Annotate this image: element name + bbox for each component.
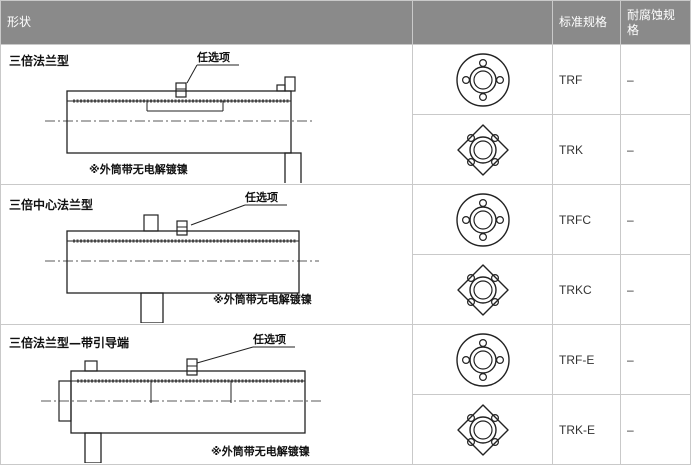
standard-spec: TRF-E [552,324,621,395]
table-row: TRK-E – [1,394,691,465]
shape-drawing-cell-2: 三倍中心法兰型 任选项 ※外筒带无电解镀镍 [0,184,413,325]
outer-sleeve-shape [66,90,292,154]
corrosion-spec: – [620,114,691,185]
square-flange-icon [456,263,509,316]
plating-note: ※外筒带无电解镀镍 [89,162,188,176]
pilot-flange-type-drawing: 三倍法兰型—带引导端 任选项 ※外筒带无电解镀镍 [9,332,321,463]
flange-shape [140,292,164,323]
standard-spec: TRKC [552,254,621,325]
plating-note: ※外筒带无电解镀镍 [211,444,310,458]
flange-type-drawing: 三倍法兰型 任选项 [9,50,313,183]
header-icon-spacer [412,0,553,45]
option-label: 任选项 [196,50,230,64]
option-label: 任选项 [252,332,286,346]
outer-sleeve-shape [66,230,300,294]
drawing-title: 三倍法兰型—带引导端 [9,335,129,350]
plating-note: ※外筒带无电解镀镍 [213,292,312,306]
corrosion-spec: – [620,44,691,115]
drawing-title: 三倍中心法兰型 [9,197,93,212]
flange-shape [84,432,102,463]
round-flange-icon [455,52,510,107]
grease-nipple-shape [176,220,188,236]
flange-shape [284,152,302,183]
header-corrosion: 耐腐蚀规格 [620,0,691,45]
flange-icon-cell [412,114,553,185]
standard-spec: TRK [552,114,621,185]
table-row: 三倍法兰型—带引导端 任选项 ※外筒带无电解镀镍 [0,324,691,465]
table-row: 三倍法兰型 任选项 [0,44,691,185]
corrosion-spec: – [620,324,691,395]
shape-drawing-cell-3: 三倍法兰型—带引导端 任选项 ※外筒带无电解镀镍 [0,324,413,465]
square-flange-icon [456,403,509,456]
table-row: TRKC – [1,254,691,325]
round-flange-icon [455,332,510,387]
flange-icon-cell [412,324,553,395]
round-flange-icon [455,192,510,247]
header-shape: 形状 [0,0,413,45]
flange-icon-cell [412,254,553,325]
center-flange-type-drawing: 三倍中心法兰型 任选项 ※外筒带无电解镀镍 [9,190,319,323]
drawing-title: 三倍法兰型 [9,53,69,68]
flange-icon-cell [412,44,553,115]
grease-nipple-shape [175,82,187,98]
header-row: 形状 标准规格 耐腐蚀规格 [0,0,691,45]
corrosion-spec: – [620,254,691,325]
corrosion-spec: – [620,184,691,255]
standard-spec: TRF [552,44,621,115]
header-standard: 标准规格 [552,0,621,45]
standard-spec: TRK-E [552,394,621,465]
flange-icon-cell [412,184,553,255]
square-flange-icon [456,123,509,176]
option-label: 任选项 [244,190,278,204]
shape-drawing-cell-1: 三倍法兰型 任选项 [0,44,413,185]
table-row: 三倍中心法兰型 任选项 ※外筒带无电解镀镍 [0,184,691,325]
grease-nipple-shape [186,358,198,376]
standard-spec: TRFC [552,184,621,255]
corrosion-spec: – [620,394,691,465]
flange-icon-cell [412,394,553,465]
